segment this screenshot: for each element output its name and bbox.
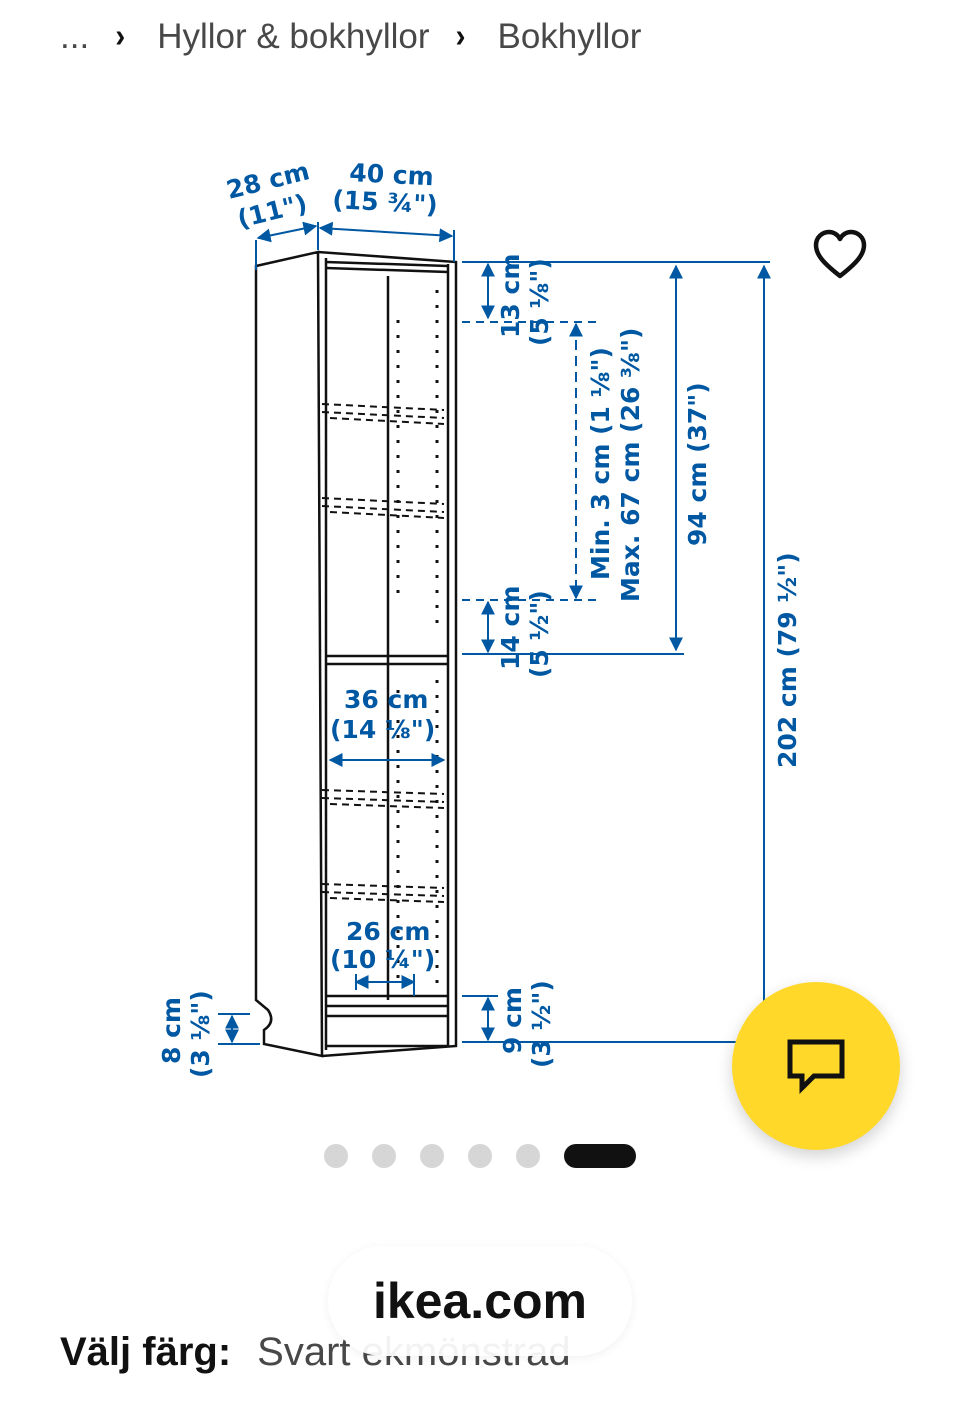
carousel-dot-active[interactable] [564,1144,636,1168]
chevron-right-icon: › [115,18,126,55]
width-inch-label: (15 ¾") [332,185,439,219]
adjustable-shelves [321,403,445,903]
plinth-left-inch-label: (3 ⅛") [186,990,215,1078]
width-cm-label: 40 cm [349,158,435,191]
carousel-indicator [324,1144,636,1168]
lower-gap-inch-label: (5 ½") [525,590,554,678]
color-select-label: Välj färg: [60,1330,232,1374]
lower-gap-cm-label: 14 cm [496,586,525,670]
breadcrumb: ... › Hyllor & bokhyllor › Bokhyllor [60,14,641,60]
inner-width-cm-label: 36 cm [344,685,428,714]
adjustable-height-label: 94 cm (37") [683,382,712,546]
base-width-cm-label: 26 cm [346,917,430,946]
carousel-dot[interactable] [468,1144,492,1168]
carousel-dot[interactable] [420,1144,444,1168]
browser-url-pill[interactable]: ikea.com [328,1246,632,1356]
breadcrumb-item-shelves[interactable]: Hyllor & bokhyllor [157,17,430,56]
top-gap-inch-label: (5 ⅛") [525,258,554,346]
product-dimension-diagram: 28 cm (11") 40 cm (15 ¾") 13 cm (5 ⅛") M… [157,156,802,1078]
plinth-right-inch-label: (3 ½") [527,980,556,1068]
base-width-inch-label: (10 ¼") [330,945,435,974]
shelf-min-label: Min. 3 cm (1 ⅛") [586,347,615,580]
carousel-dot[interactable] [324,1144,348,1168]
plinth-right-cm-label: 9 cm [498,987,527,1054]
inner-width-inch-label: (14 ⅛") [330,715,435,744]
top-gap-cm-label: 13 cm [496,254,525,338]
breadcrumb-item-bookcases[interactable]: Bokhyllor [497,17,642,56]
chat-bubble-icon [787,1039,845,1095]
favorite-button[interactable] [812,228,868,282]
url-text: ikea.com [372,1273,587,1329]
bookcase-drawing [254,250,458,1058]
chevron-right-icon: › [455,18,466,55]
breadcrumb-ellipsis[interactable]: ... [60,17,90,56]
dimension-lines [218,221,772,1045]
shelf-max-label: Max. 67 cm (26 ⅜") [616,328,645,602]
shelf-pin-holes [396,290,439,990]
carousel-dot[interactable] [516,1144,540,1168]
chat-button[interactable] [732,982,900,1150]
carousel-dot[interactable] [372,1144,396,1168]
plinth-left-cm-label: 8 cm [157,997,186,1064]
total-height-label: 202 cm (79 ½") [773,552,802,768]
heart-icon [813,229,867,279]
